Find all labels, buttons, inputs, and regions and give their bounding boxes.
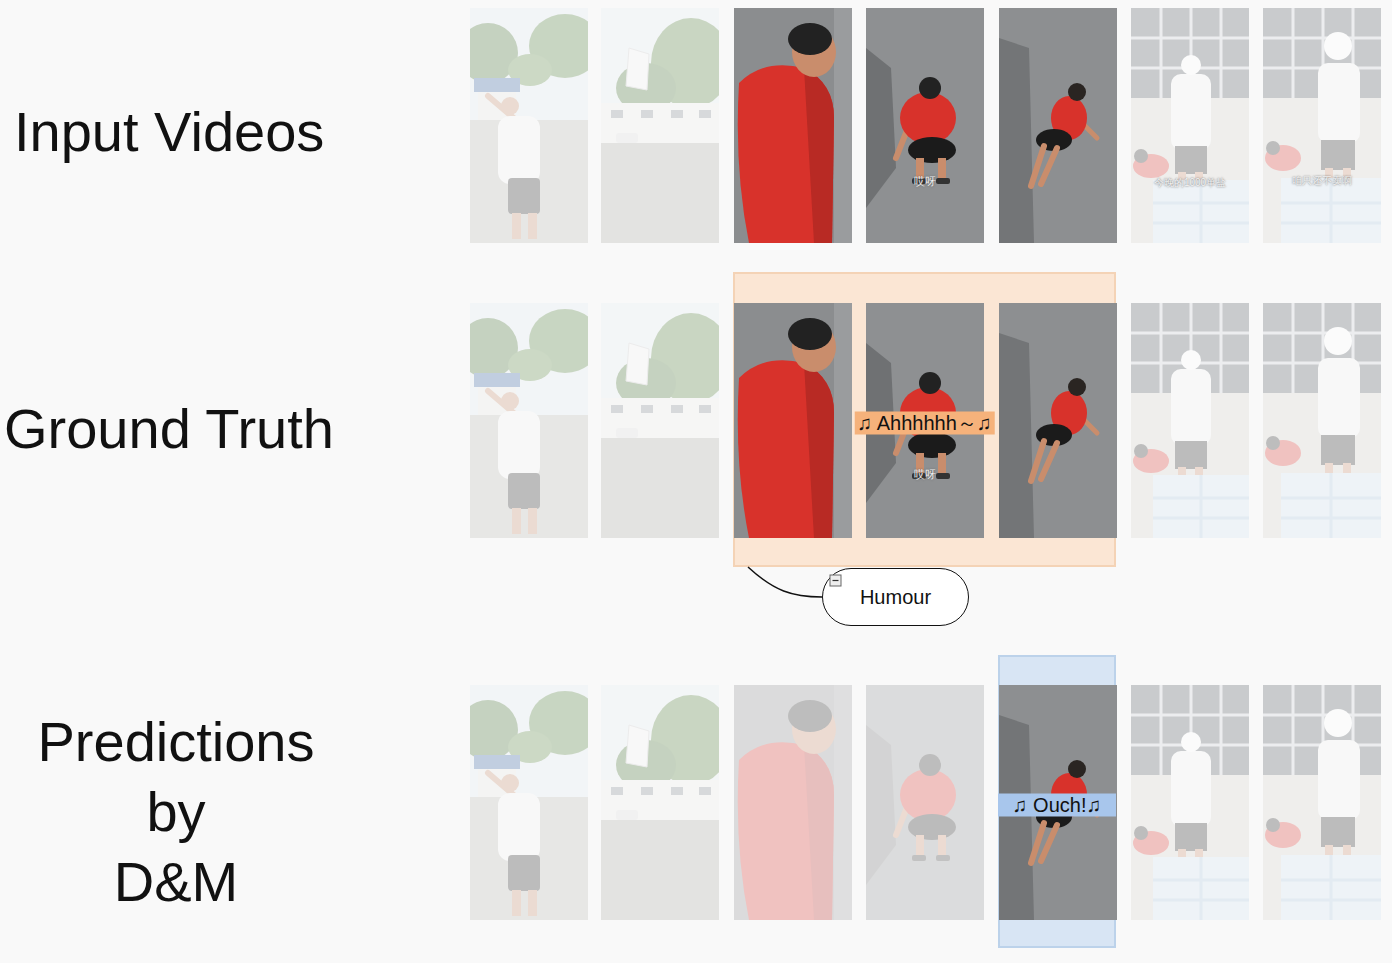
video-frame (601, 685, 731, 920)
video-frame (1263, 303, 1381, 538)
row-title: Ground Truth (4, 395, 384, 462)
video-frame (999, 303, 1117, 538)
video-frame (734, 303, 852, 538)
collapse-icon (829, 574, 843, 588)
frame-fade (470, 685, 588, 920)
frame-fade (601, 685, 719, 920)
video-frame (999, 685, 1117, 920)
video-frame (458, 303, 601, 538)
row-title: Input Videos (14, 98, 374, 165)
callout-box: Humour (822, 568, 969, 626)
frame-grid (458, 8, 1381, 920)
video-frame (1131, 303, 1249, 538)
video-frame (1131, 685, 1249, 920)
video-frame (601, 303, 731, 538)
video-frame (601, 8, 731, 243)
video-frame (734, 8, 852, 243)
frame-fade (601, 303, 719, 538)
video-frame (1263, 685, 1381, 920)
frame-shape (833, 580, 839, 581)
sound-label: ♫ Ouch!♫ (998, 794, 1116, 817)
video-frame (1263, 8, 1381, 243)
frame-fade (470, 303, 588, 538)
frame-fade (1131, 303, 1249, 538)
sound-label: ♫ Ahhhhhh～♫ (854, 412, 995, 435)
video-frame (866, 8, 984, 243)
frame-fade (866, 685, 984, 920)
frame-shape (830, 575, 841, 586)
video-subtitle: 哎呀 (914, 174, 936, 188)
frame-fade (1131, 8, 1249, 243)
video-frame (999, 8, 1117, 243)
callout-text: Humour (860, 585, 931, 609)
video-frame (734, 685, 852, 920)
frame-fade (734, 685, 852, 920)
video-frame (458, 8, 601, 243)
frame-fade (1263, 8, 1381, 243)
video-subtitle: 今晚的1000单盐 (1154, 176, 1226, 189)
frame-fade (470, 8, 588, 243)
video-frame (866, 303, 984, 538)
video-subtitle: 咱只还不卖啊 (1292, 174, 1352, 187)
video-frame (458, 685, 601, 920)
frame-fade (1263, 685, 1381, 920)
frame-fade (1131, 685, 1249, 920)
frame-fade (601, 8, 719, 243)
video-frame (1131, 8, 1249, 243)
row-title: Predictions by D&M (6, 707, 346, 917)
leader-line (748, 567, 822, 597)
frame-fade (1263, 303, 1381, 538)
video-frame (866, 685, 984, 920)
video-subtitle: 哎呀 (914, 467, 936, 481)
